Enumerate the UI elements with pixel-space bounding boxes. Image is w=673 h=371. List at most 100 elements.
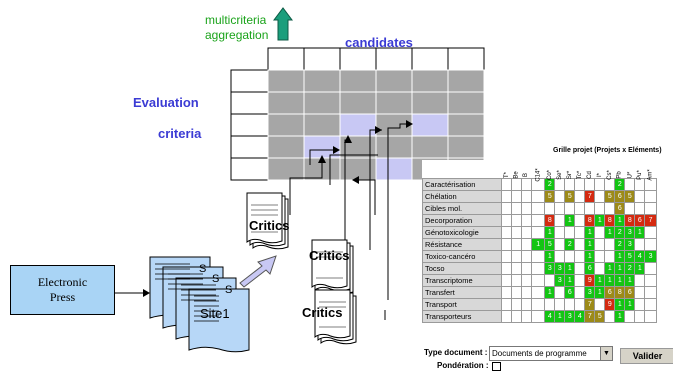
grid-cell[interactable]: 1 [614, 214, 626, 227]
grid-cell[interactable] [501, 238, 512, 251]
grid-cell[interactable]: 2 [564, 238, 576, 251]
grid-cell[interactable]: 1 [634, 226, 646, 239]
grid-cell[interactable]: 9 [584, 274, 596, 287]
grid-cell[interactable] [564, 250, 576, 263]
grid-cell[interactable] [574, 262, 586, 275]
grid-cell[interactable]: 6 [624, 286, 636, 299]
grid-cell[interactable] [564, 226, 576, 239]
grid-cell[interactable] [594, 202, 606, 215]
grid-cell[interactable] [594, 298, 606, 311]
grid-cell[interactable] [644, 226, 657, 239]
grid-cell[interactable]: 7 [584, 298, 596, 311]
grid-cell[interactable] [501, 310, 512, 323]
grid-cell[interactable] [530, 250, 546, 263]
grid-cell[interactable] [521, 226, 532, 239]
grid-cell[interactable]: 2 [544, 178, 556, 191]
grid-cell[interactable]: 5 [594, 310, 606, 323]
grid-cell[interactable]: 1 [564, 214, 576, 227]
grid-cell[interactable] [574, 226, 586, 239]
grid-cell[interactable]: 7 [644, 214, 657, 227]
grid-cell[interactable] [634, 274, 646, 287]
grid-cell[interactable] [521, 214, 532, 227]
grid-cell[interactable] [530, 274, 546, 287]
grid-cell[interactable] [511, 214, 522, 227]
grid-cell[interactable]: 6 [614, 190, 626, 203]
grid-cell[interactable] [501, 298, 512, 311]
grid-cell[interactable]: 6 [614, 202, 626, 215]
grid-cell[interactable]: 2 [614, 226, 626, 239]
grid-cell[interactable] [521, 250, 532, 263]
grid-cell[interactable] [594, 178, 606, 191]
grid-cell[interactable]: 3 [624, 226, 636, 239]
grid-cell[interactable] [624, 310, 636, 323]
grid-cell[interactable]: 1 [594, 214, 606, 227]
grid-row-label[interactable]: Transport [422, 298, 502, 311]
grid-cell[interactable]: 7 [584, 190, 596, 203]
grid-cell[interactable] [554, 238, 566, 251]
grid-cell[interactable] [594, 262, 606, 275]
grid-cell[interactable]: 5 [624, 190, 636, 203]
grid-cell[interactable] [501, 226, 512, 239]
grid-cell[interactable] [521, 262, 532, 275]
grid-cell[interactable] [530, 298, 546, 311]
grid-cell[interactable] [574, 214, 586, 227]
grid-cell[interactable] [554, 286, 566, 299]
grid-cell[interactable] [594, 250, 606, 263]
grid-row-label[interactable]: Transporteurs [422, 310, 502, 323]
grid-cell[interactable] [511, 178, 522, 191]
grid-cell[interactable] [530, 178, 546, 191]
grid-cell[interactable]: 5 [544, 190, 556, 203]
grid-cell[interactable]: 1 [544, 250, 556, 263]
grid-row-label[interactable]: Génotoxicologie [422, 226, 502, 239]
grid-cell[interactable] [644, 274, 657, 287]
grid-cell[interactable] [594, 238, 606, 251]
grid-row-label[interactable]: Toxico-cancéro [422, 250, 502, 263]
grid-cell[interactable] [624, 202, 636, 215]
grid-cell[interactable] [574, 238, 586, 251]
grid-cell[interactable] [521, 286, 532, 299]
grid-cell[interactable] [604, 238, 616, 251]
grid-cell[interactable]: 9 [604, 298, 616, 311]
grid-cell[interactable] [594, 226, 606, 239]
grid-cell[interactable] [521, 178, 532, 191]
grid-cell[interactable]: 5 [624, 250, 636, 263]
grid-cell[interactable] [511, 274, 522, 287]
grid-cell[interactable] [564, 298, 576, 311]
grid-cell[interactable]: 6 [584, 262, 596, 275]
grid-cell[interactable] [544, 274, 556, 287]
grid-row-label[interactable]: Decorporation [422, 214, 502, 227]
grid-cell[interactable]: 3 [584, 286, 596, 299]
grid-cell[interactable]: 3 [624, 238, 636, 251]
grid-cell[interactable] [530, 286, 546, 299]
grid-row-label[interactable]: Transfert [422, 286, 502, 299]
grid-cell[interactable]: 1 [584, 238, 596, 251]
grid-cell[interactable] [521, 202, 532, 215]
grid-cell[interactable] [521, 310, 532, 323]
grid-cell[interactable] [574, 190, 586, 203]
grid-cell[interactable] [644, 310, 657, 323]
grid-cell[interactable]: 1 [594, 274, 606, 287]
grid-cell[interactable]: 1 [604, 262, 616, 275]
grid-cell[interactable] [511, 190, 522, 203]
grid-cell[interactable] [594, 190, 606, 203]
grid-cell[interactable] [604, 202, 616, 215]
grid-cell[interactable] [501, 214, 512, 227]
grid-cell[interactable] [644, 286, 657, 299]
grid-cell[interactable] [634, 298, 646, 311]
grid-cell[interactable] [554, 250, 566, 263]
grid-cell[interactable] [544, 298, 556, 311]
grid-cell[interactable]: 1 [564, 262, 576, 275]
grid-cell[interactable] [634, 238, 646, 251]
grid-row-label[interactable]: Tocso [422, 262, 502, 275]
grid-cell[interactable]: 1 [530, 238, 546, 251]
grid-cell[interactable]: 1 [544, 226, 556, 239]
grid-cell[interactable]: 8 [584, 214, 596, 227]
grid-cell[interactable] [501, 274, 512, 287]
grid-cell[interactable]: 2 [614, 178, 626, 191]
grid-cell[interactable]: 4 [544, 310, 556, 323]
grid-cell[interactable] [530, 226, 546, 239]
valider-button[interactable]: Valider [620, 348, 673, 364]
grid-cell[interactable] [574, 298, 586, 311]
grid-row-label[interactable]: Cibles mol. [422, 202, 502, 215]
grid-cell[interactable]: 1 [614, 298, 626, 311]
